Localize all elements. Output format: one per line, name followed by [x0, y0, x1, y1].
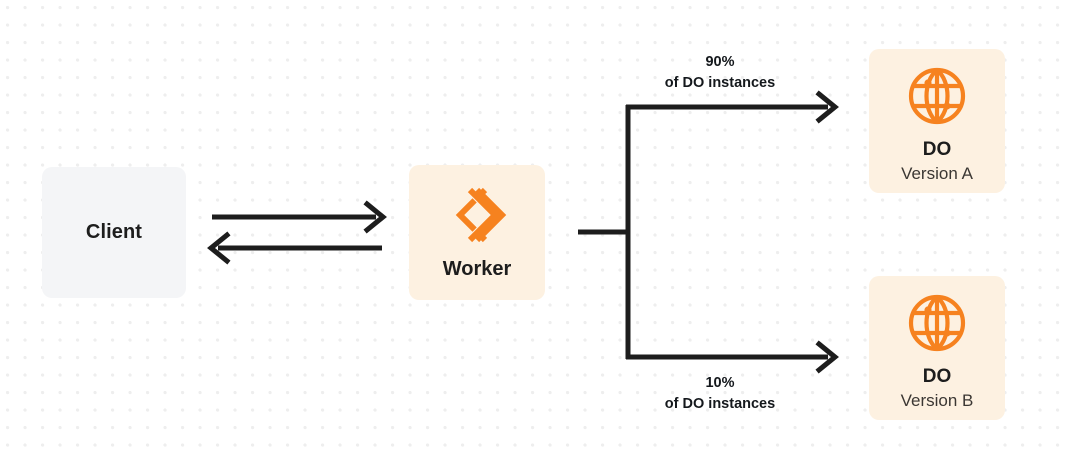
branch-connector [578, 105, 631, 359]
workers-logo-icon [446, 184, 508, 246]
node-do-version-a[interactable]: DO Version A [869, 49, 1005, 193]
arrow-worker-to-do-a [626, 90, 839, 124]
globe-icon [906, 65, 968, 127]
node-do-version-b[interactable]: DO Version B [869, 276, 1005, 420]
node-client-label: Client [85, 221, 143, 243]
globe-icon [906, 292, 968, 354]
arrow-worker-to-do-b [626, 340, 839, 374]
node-do-b-label: DO [922, 366, 952, 387]
edge-label-do-a-percent: 90% [705, 54, 735, 70]
arrow-worker-to-client [207, 231, 382, 265]
node-client[interactable]: Client [42, 167, 186, 298]
node-do-a-label: DO [922, 139, 952, 160]
node-do-a-sublabel: Version A [901, 163, 973, 183]
edge-label-do-b-percent: 10% [705, 375, 735, 391]
node-worker-label: Worker [442, 258, 512, 280]
edge-label-do-a-caption: of DO instances [664, 75, 776, 92]
node-do-b-sublabel: Version B [900, 390, 974, 410]
edge-label-do-b: 10% of DO instances [610, 373, 830, 415]
edge-label-do-a: 90% of DO instances [610, 52, 830, 94]
arrow-client-to-worker [212, 200, 387, 234]
node-worker[interactable]: Worker [409, 165, 545, 300]
edge-label-do-b-caption: of DO instances [664, 396, 776, 413]
